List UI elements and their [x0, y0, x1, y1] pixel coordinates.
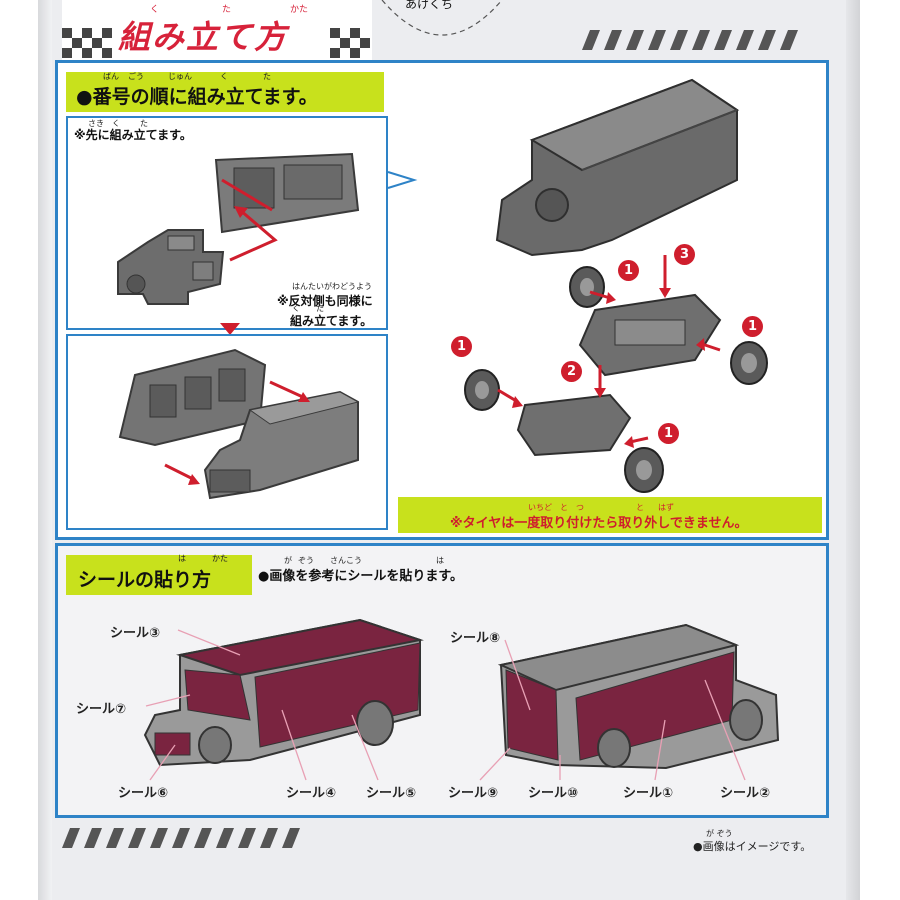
footer-ruby: が ぞう [706, 829, 733, 838]
note-opposite-ruby-4: た [316, 304, 324, 313]
header-right-checker [330, 28, 370, 58]
instruction-ruby-3: さん [330, 556, 346, 565]
down-triangle-icon [220, 323, 240, 335]
note-first: ※先に組み立てます。 [74, 128, 192, 142]
sticker-label-9: シール⑨ [448, 786, 499, 801]
heading-ruby-3: じゅん [168, 72, 192, 81]
step-badge: 1 [451, 336, 472, 357]
warning-ruby-2: ど [544, 503, 552, 512]
header-stripes [582, 30, 798, 50]
title-ruby-3: かた [290, 5, 309, 15]
sticker-label-4: シール④ [286, 786, 337, 801]
truck-body-illustration [495, 78, 740, 257]
warning-ruby-3: と [560, 503, 568, 512]
sticker-heading: シールの貼り方 [78, 569, 212, 591]
body-half-illustration [118, 348, 267, 447]
sticker-label-1: シール① [623, 786, 674, 801]
instruction-ruby-4: こう [346, 556, 362, 565]
right-vehicle-illustration [497, 623, 780, 770]
sticker-instruction: ●画像を参考にシールを貼ります。 [258, 569, 464, 584]
step-badge: 1 [742, 316, 763, 337]
instruction-ruby-2: ぞう [298, 556, 314, 565]
tire-icon [730, 341, 768, 385]
note-opposite-ruby-2: どうよう [340, 282, 372, 291]
completed-body-illustration [203, 390, 360, 500]
footer-stripes [62, 828, 300, 848]
assembly-arrows-b [164, 380, 310, 485]
warning-banner [398, 497, 822, 533]
checker-pattern [62, 28, 112, 58]
step-badge: 2 [561, 361, 582, 382]
step-badge: 3 [674, 244, 695, 265]
note-opposite-ruby-3: く [292, 304, 300, 313]
note-first-ruby-3: た [140, 119, 148, 128]
note-first-ruby-1: さき [88, 119, 104, 128]
step-badge: 1 [618, 260, 639, 281]
note-opposite-line1: ※反対側も同様に [277, 294, 373, 308]
chassis-illustration [578, 293, 722, 377]
sticker-label-3: シール③ [110, 626, 161, 641]
sticker-heading-bg [66, 555, 252, 595]
title-ruby-1: く [150, 5, 160, 15]
page-title: 組み立て方 [118, 18, 289, 56]
warning-ruby-4: つ [576, 503, 584, 512]
step-badge: 1 [658, 423, 679, 444]
assembly-arrows-a [229, 206, 278, 262]
open-tab-outline [381, 0, 503, 36]
heading-ruby-5: た [263, 72, 271, 81]
warning-ruby-6: はず [658, 503, 674, 512]
warning-text: ※タイヤは一度取り付けたら取り外しできません。 [450, 516, 748, 531]
title-ruby-2: た [222, 5, 232, 15]
sticker-heading-ruby-1: は [178, 554, 186, 563]
assembly-heading-bg [66, 72, 384, 112]
body-side-part-illustration [214, 152, 360, 234]
cab-part-illustration [117, 229, 225, 305]
heading-ruby-2: ごう [128, 72, 144, 81]
sticker-label-8: シール⑧ [450, 631, 501, 646]
instruction-ruby-5: は [436, 556, 444, 565]
sticker-label-2: シール② [720, 786, 771, 801]
sheet-left-edge [38, 0, 52, 900]
sticker-label-5: シール⑤ [366, 786, 417, 801]
sheet-right-edge [846, 0, 860, 900]
sticker-label-10: シール⑩ [528, 786, 579, 801]
tire-arrows [497, 255, 721, 448]
warning-ruby-1: いち [528, 503, 544, 512]
open-tab-label: あけくち [405, 0, 454, 11]
tire-icon [569, 266, 605, 308]
note-opposite-ruby-1: はんたいがわ [292, 282, 340, 291]
speech-tail-icon [387, 171, 418, 189]
note-opposite-line2: 組み立てます。 [290, 314, 373, 328]
heading-ruby-1: ばん [103, 72, 119, 81]
warning-ruby-5: と [636, 503, 644, 512]
sticker-label-7: シール⑦ [76, 702, 127, 717]
title-banner [62, 0, 372, 62]
tire-icon [464, 369, 500, 411]
footer-note: ●画像はイメージです。 [693, 840, 812, 853]
left-vehicle-illustration [143, 618, 424, 767]
sticker-label-6: シール⑥ [118, 786, 169, 801]
note-first-ruby-2: く [112, 119, 120, 128]
assembly-heading: ●番号の順に組み立てます。 [76, 86, 318, 108]
instruction-ruby-1: が [284, 556, 292, 565]
tire-icon [624, 447, 664, 493]
front-chassis-illustration [516, 393, 632, 457]
heading-ruby-4: く [220, 72, 228, 81]
sticker-heading-ruby-2: かた [212, 554, 228, 563]
